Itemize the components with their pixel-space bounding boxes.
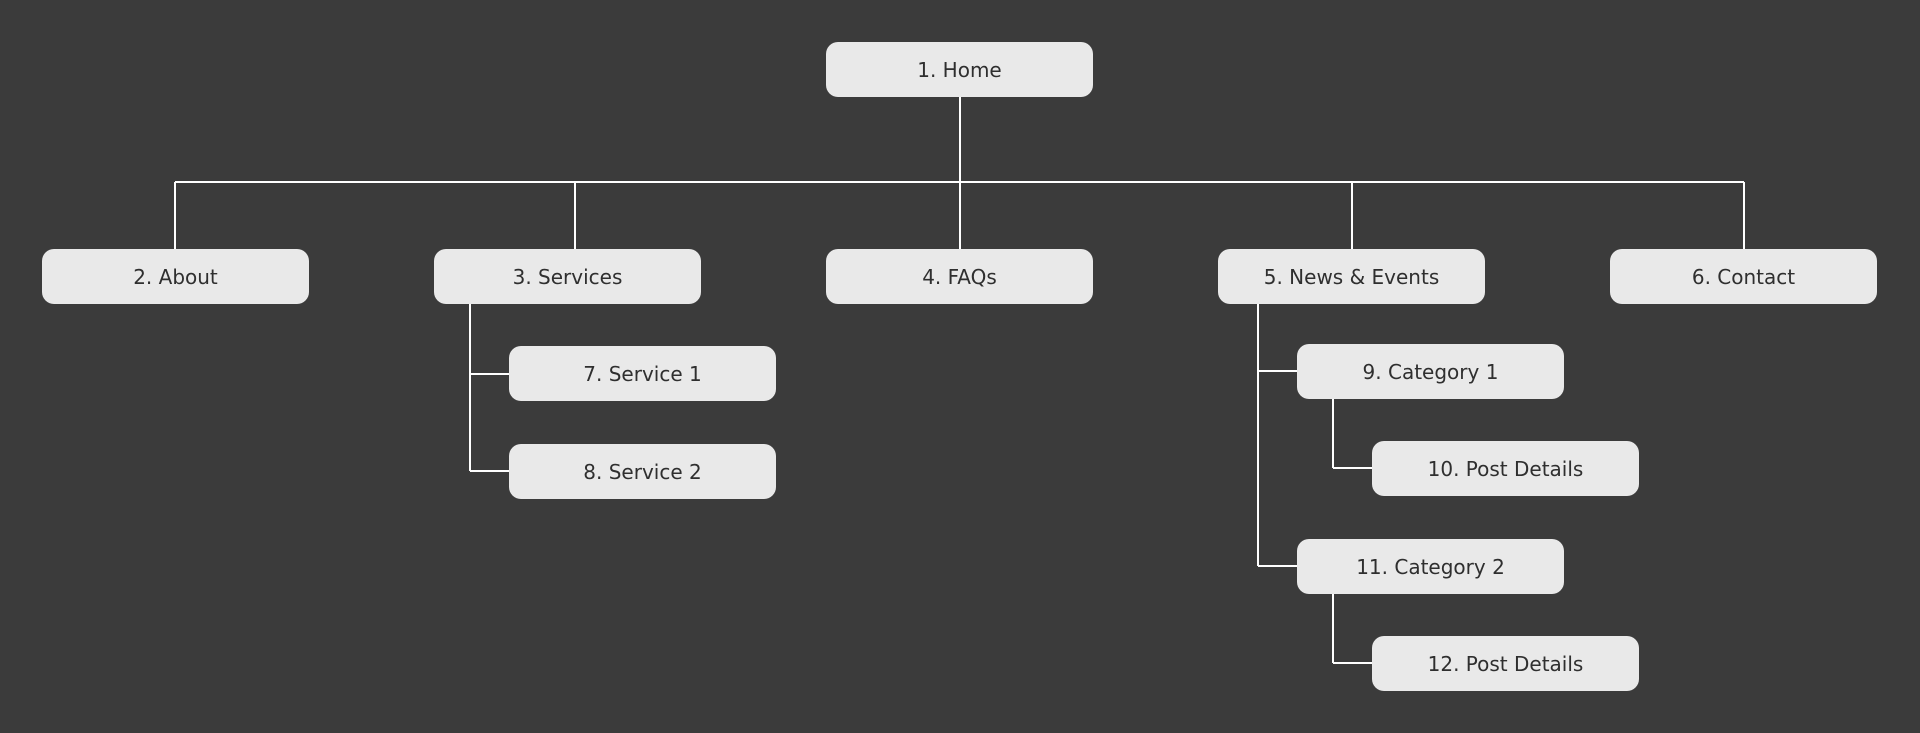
node-category-2: 11. Category 2 (1297, 539, 1564, 594)
node-post-details-12: 12. Post Details (1372, 636, 1639, 691)
node-faqs: 4. FAQs (826, 249, 1093, 304)
node-news-events: 5. News & Events (1218, 249, 1485, 304)
node-services: 3. Services (434, 249, 701, 304)
node-category-1: 9. Category 1 (1297, 344, 1564, 399)
node-service-1: 7. Service 1 (509, 346, 776, 401)
node-service-2: 8. Service 2 (509, 444, 776, 499)
node-about: 2. About (42, 249, 309, 304)
node-post-details-10: 10. Post Details (1372, 441, 1639, 496)
node-contact: 6. Contact (1610, 249, 1877, 304)
node-home: 1. Home (826, 42, 1093, 97)
